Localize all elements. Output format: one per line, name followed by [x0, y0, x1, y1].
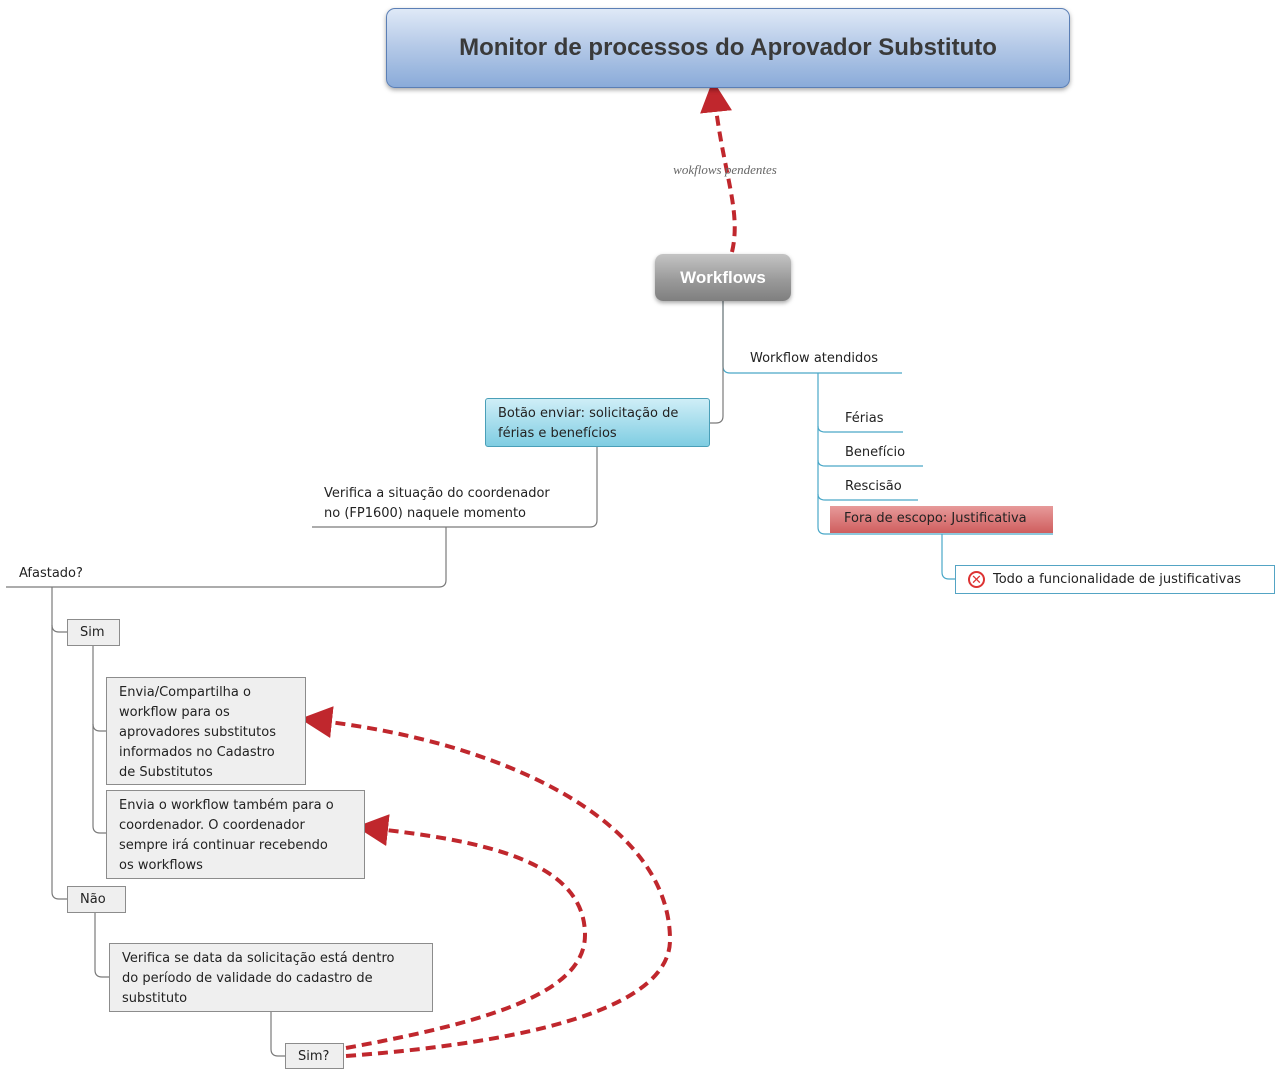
out-of-scope-note: ✕ Todo a funcionalidade de justificativa… — [955, 565, 1275, 594]
send-button-node: Botão enviar: solicitação de férias e be… — [485, 398, 710, 447]
check-line-1: Verifica a situação do coordenador — [324, 486, 550, 501]
coordenador-line-2: coordenador. O coordenador — [119, 818, 305, 833]
line-data-simq — [270, 1012, 285, 1057]
sim-question-label: Sim? — [298, 1049, 330, 1064]
root-label: Workflows — [680, 267, 766, 287]
nao-node: Não — [67, 886, 126, 913]
coordenador-line-1: Envia o workflow também para o — [119, 798, 334, 813]
verifica-data-line-1: Verifica se data da solicitação está den… — [122, 951, 395, 966]
title-node: Monitor de processos do Aprovador Substi… — [386, 8, 1070, 88]
atendidos-label: Workflow atendidos — [750, 351, 878, 366]
check-line-2: no (FP1600) naquele momento — [324, 506, 527, 521]
root-node-workflows: Workflows — [655, 254, 791, 301]
sim-child-coordenador: Envia o workflow também para o coordenad… — [106, 790, 365, 879]
verifica-data-line-3: substituto — [122, 991, 188, 1006]
out-of-scope-label: Fora de escopo: Justificativa — [844, 511, 1027, 526]
x-circle-icon: ✕ — [968, 571, 985, 588]
atendidos-item-ferias: Férias — [845, 411, 884, 426]
compartilha-line-1: Envia/Compartilha o — [119, 685, 251, 700]
line-nao-child — [94, 913, 109, 978]
check-node: Verifica a situação do coordenador no (F… — [324, 484, 550, 524]
out-of-scope-node: Fora de escopo: Justificativa — [830, 506, 1053, 533]
line-scope-note — [941, 534, 955, 580]
send-line-1: Botão enviar: solicitação de — [498, 406, 679, 421]
edge-label-pendentes: wokflows pendentes — [673, 162, 777, 177]
coordenador-line-3: sempre irá continuar recebendo — [119, 838, 328, 853]
line-sim-children — [92, 646, 106, 834]
line-afastado-branches — [51, 587, 67, 900]
atendidos-item-beneficio: Benefício — [845, 445, 906, 460]
compartilha-line-4: informados no Cadastro — [119, 745, 275, 760]
compartilha-line-2: workflow para os — [119, 705, 230, 720]
sim-node: Sim — [67, 619, 120, 646]
compartilha-line-3: aprovadores substitutos — [119, 725, 276, 740]
verifica-data-line-2: do período de validade do cadastro de — [122, 971, 373, 986]
atendidos-item-rescisao: Rescisão — [845, 479, 902, 494]
send-line-2: férias e benefícios — [498, 426, 617, 441]
out-of-scope-note-text: Todo a funcionalidade de justificativas — [993, 571, 1242, 587]
sim-question-node: Sim? — [285, 1043, 344, 1069]
compartilha-line-5: de Substitutos — [119, 765, 213, 780]
sim-child-compartilha: Envia/Compartilha o workflow para os apr… — [106, 677, 306, 785]
coordenador-line-4: os workflows — [119, 858, 203, 873]
arrow-simq-to-envia-coordenador — [345, 814, 588, 1050]
nao-child-verifica-data: Verifica se data da solicitação está den… — [109, 943, 433, 1012]
line-workflows-send — [710, 301, 724, 424]
afastado-node: Afastado? — [19, 566, 83, 581]
title-text: Monitor de processos do Aprovador Substi… — [459, 34, 997, 61]
sim-label: Sim — [80, 625, 105, 640]
nao-label: Não — [80, 892, 106, 907]
